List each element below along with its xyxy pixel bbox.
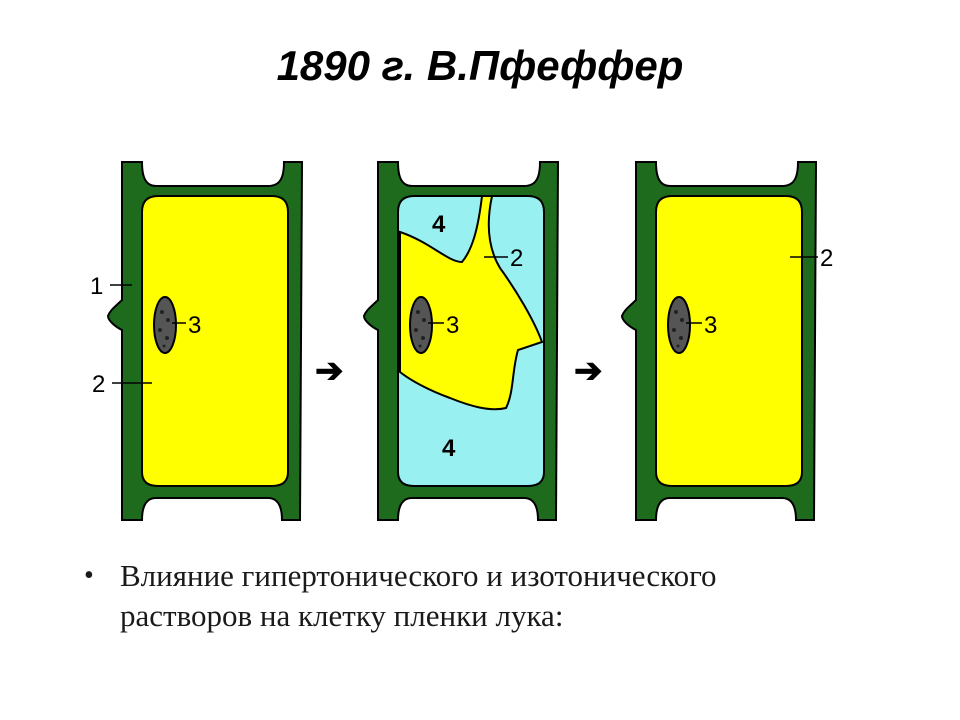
cytoplasm xyxy=(141,195,289,487)
bullet-text: Влияние гипертонического и изотоническог… xyxy=(120,556,880,636)
label-nucleus: 3 xyxy=(446,312,459,339)
nucleus xyxy=(667,296,691,354)
label-nucleus: 3 xyxy=(188,312,201,339)
shrunken-cytoplasm xyxy=(399,195,544,411)
bullet-line-1: Влияние гипертонического и изотоническог… xyxy=(120,558,717,593)
cell-restored: 3 2 xyxy=(620,161,833,521)
label-solution-top: 4 xyxy=(432,211,446,238)
label-solution-bottom: 4 xyxy=(442,435,456,462)
nucleus xyxy=(409,296,433,354)
page-title: 1890 г. В.Пфеффер xyxy=(276,42,684,89)
bullet-icon: • xyxy=(84,560,94,591)
label-membrane: 2 xyxy=(92,371,105,398)
label-wall: 1 xyxy=(90,273,103,300)
nucleus xyxy=(153,296,177,354)
cell-plasmolysed: 4 2 3 4 xyxy=(362,161,560,521)
label-membrane: 2 xyxy=(510,245,523,272)
label-nucleus: 3 xyxy=(704,312,717,339)
cytoplasm xyxy=(655,195,803,487)
cell-normal: 1 3 2 xyxy=(90,161,304,521)
bullet-line-2: растворов на клетку пленки лука: xyxy=(120,598,564,633)
arrow-right-icon: ➔ xyxy=(574,352,603,390)
label-membrane: 2 xyxy=(820,245,833,272)
arrow-right-icon: ➔ xyxy=(315,352,344,390)
